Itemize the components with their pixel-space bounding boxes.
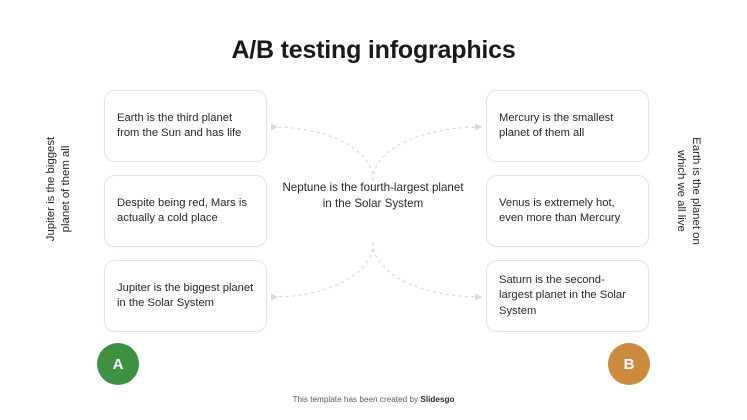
- side-label-left: Jupiter is the biggest planet of them al…: [45, 136, 72, 242]
- card-right-2-text: Venus is extremely hot, even more than M…: [499, 196, 621, 224]
- side-label-right: Earth is the planet on which we all live: [675, 137, 702, 245]
- card-right-3[interactable]: Saturn is the second-largest planet in t…: [486, 260, 649, 332]
- connector-center-to-right-top: [372, 123, 483, 181]
- badge-b[interactable]: B: [608, 343, 650, 385]
- badge-a[interactable]: A: [97, 343, 139, 385]
- connector-center-to-left-top: [270, 123, 374, 181]
- center-statement: Neptune is the fourth-largest planet in …: [282, 181, 464, 210]
- footer-credit: This template has been created by Slides…: [0, 395, 747, 404]
- connector-center-to-left-bottom: [270, 242, 374, 301]
- card-right-1[interactable]: Mercury is the smallest planet of them a…: [486, 90, 649, 162]
- card-left-2[interactable]: Despite being red, Mars is actually a co…: [104, 175, 267, 247]
- badge-b-label: B: [623, 355, 635, 373]
- page-title: A/B testing infographics: [231, 36, 516, 64]
- footer-brand: Slidesgo: [420, 395, 455, 404]
- connector-center-to-right-bottom: [372, 242, 483, 301]
- card-left-3-text: Jupiter is the biggest planet in the Sol…: [117, 281, 254, 309]
- card-left-3[interactable]: Jupiter is the biggest planet in the Sol…: [104, 260, 267, 332]
- card-left-1-text: Earth is the third planet from the Sun a…: [117, 111, 242, 139]
- card-right-3-text: Saturn is the second-largest planet in t…: [499, 274, 626, 317]
- card-left-1[interactable]: Earth is the third planet from the Sun a…: [104, 90, 267, 162]
- card-left-2-text: Despite being red, Mars is actually a co…: [117, 196, 247, 224]
- badge-a-label: A: [112, 355, 124, 373]
- card-right-1-text: Mercury is the smallest planet of them a…: [499, 111, 614, 139]
- footer-prefix: This template has been created by: [292, 395, 421, 404]
- card-right-2[interactable]: Venus is extremely hot, even more than M…: [486, 175, 649, 247]
